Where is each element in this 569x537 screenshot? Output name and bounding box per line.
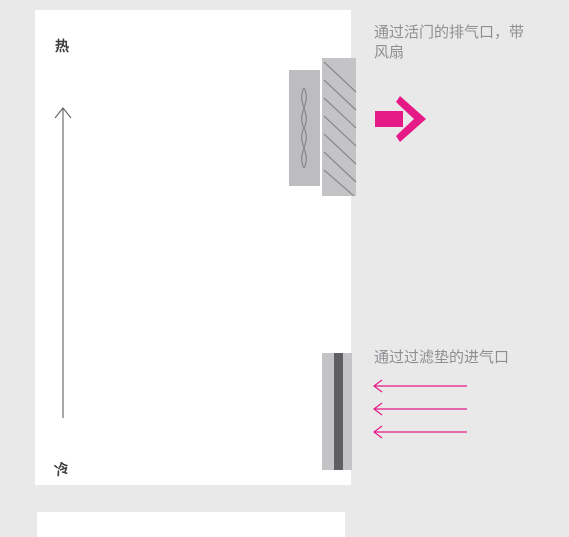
- filter-frame-left: [322, 353, 334, 470]
- airflow-up-arrow-icon: [54, 107, 72, 418]
- enclosure-plinth: [37, 512, 345, 537]
- fan-blade-icon: [301, 87, 307, 169]
- filter-frame-right: [343, 353, 352, 470]
- louver-slats: [323, 61, 357, 197]
- filter-mat: [334, 353, 343, 470]
- intake-arrows-icon: [373, 379, 467, 439]
- exhaust-fan-unit: [289, 58, 357, 197]
- intake-filter-unit: [322, 353, 352, 470]
- hot-label: 热: [55, 39, 69, 55]
- intake-callout: 通过过滤垫的进气口: [374, 348, 510, 366]
- exhaust-arrow-icon: [375, 96, 426, 142]
- exhaust-louver: [322, 58, 356, 196]
- exhaust-callout: 通过活门的排气口，带风扇: [374, 23, 525, 61]
